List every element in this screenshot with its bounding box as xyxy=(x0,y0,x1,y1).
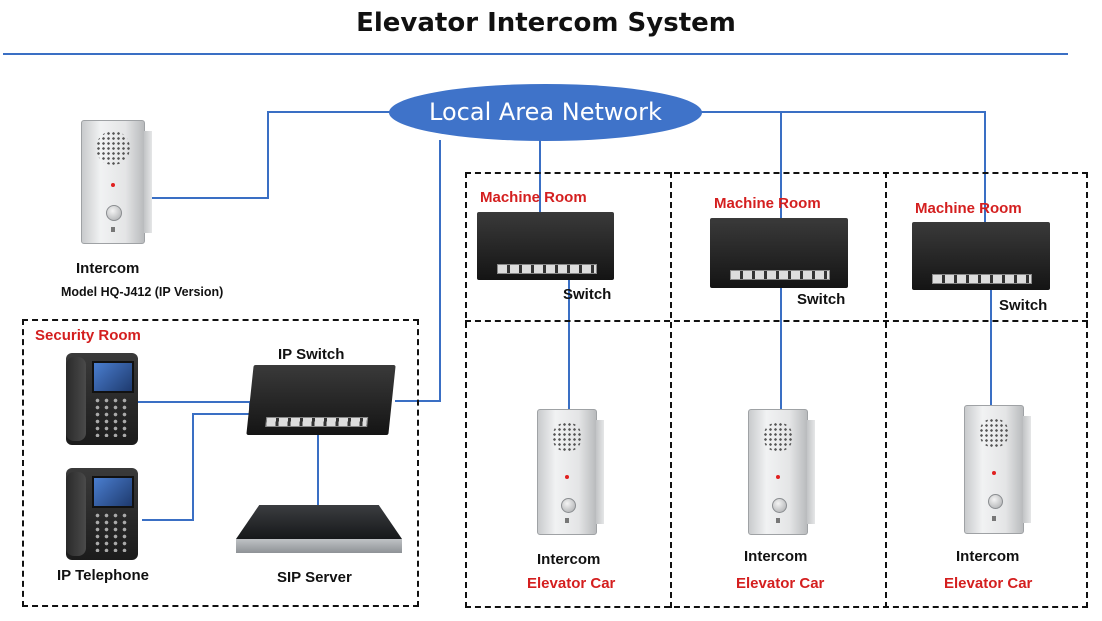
switch-label: Switch xyxy=(563,286,612,303)
shaft-divider-1 xyxy=(670,172,672,608)
network-switch-icon xyxy=(246,365,396,435)
machine-room-label: Machine Room xyxy=(714,195,821,212)
page-title: Elevator Intercom System xyxy=(356,8,736,38)
ip-phone-icon xyxy=(66,468,138,560)
title-divider xyxy=(3,53,1068,55)
switch-label: Switch xyxy=(797,291,846,308)
security-room-box xyxy=(22,319,419,607)
machine-room-divider xyxy=(465,320,1088,322)
ip-switch-label: IP Switch xyxy=(278,346,345,363)
intercom-icon xyxy=(964,405,1031,534)
machine-room-label: Machine Room xyxy=(480,189,587,206)
intercom-icon xyxy=(748,409,815,535)
server-icon xyxy=(236,505,402,560)
line-lan-to-shafts xyxy=(700,111,986,222)
lan-cloud-icon: Local Area Network xyxy=(389,84,702,141)
machine-room-label: Machine Room xyxy=(915,200,1022,217)
network-switch-icon xyxy=(477,212,614,280)
ip-telephone-label: IP Telephone xyxy=(57,567,149,584)
intercom-icon xyxy=(537,409,604,535)
line-phone2-to-switch xyxy=(142,413,255,521)
security-room-label: Security Room xyxy=(35,327,141,344)
intercom-label: Intercom xyxy=(744,548,808,565)
line-top-intercom-to-lan xyxy=(145,111,392,199)
intercom-label: Intercom xyxy=(956,548,1020,565)
line-ipswitch-to-lan xyxy=(395,140,441,402)
sip-server-label: SIP Server xyxy=(277,569,352,586)
top-intercom-label: Intercom xyxy=(76,260,140,277)
ip-phone-icon xyxy=(66,353,138,445)
network-switch-icon xyxy=(912,222,1050,290)
elevator-car-label: Elevator Car xyxy=(527,575,616,592)
switch-label: Switch xyxy=(999,297,1048,314)
top-intercom-model: Model HQ-J412 (IP Version) xyxy=(61,285,224,299)
intercom-icon xyxy=(81,120,152,244)
shaft-divider-2 xyxy=(885,172,887,608)
elevator-car-label: Elevator Car xyxy=(944,575,1033,592)
elevator-shafts-box xyxy=(465,172,1088,608)
network-switch-icon xyxy=(710,218,848,288)
intercom-label: Intercom xyxy=(537,551,601,568)
elevator-car-label: Elevator Car xyxy=(736,575,825,592)
